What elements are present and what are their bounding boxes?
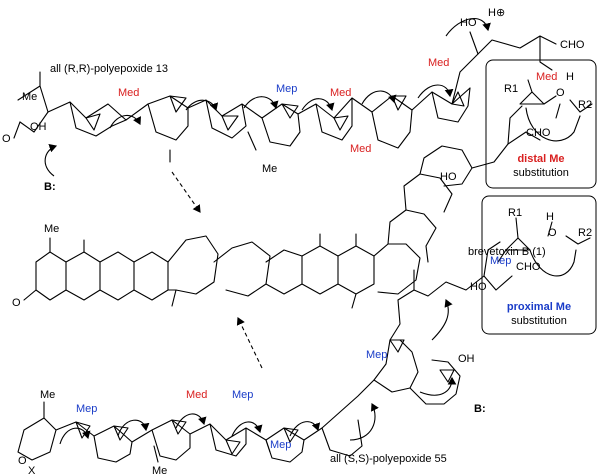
proximal-subtitle: substitution xyxy=(511,315,567,327)
proximal-box-structure xyxy=(497,217,591,277)
o-label-proximal: O xyxy=(548,227,557,239)
ho-label-top: HO xyxy=(460,17,477,29)
me-label-bottom-2: Me xyxy=(152,465,167,475)
o-label-bottom: O xyxy=(18,455,27,467)
proximal-box xyxy=(481,195,597,335)
mep-label-top: Mep xyxy=(276,83,297,95)
curly-arrows-top xyxy=(44,17,491,177)
med-label-top-4: Med xyxy=(428,57,449,69)
dashed-arrows xyxy=(171,171,263,369)
med-label-top-1: Med xyxy=(118,87,139,99)
h-label-proximal: H xyxy=(546,211,554,223)
curly-arrows-bottom xyxy=(59,298,457,445)
polyepoxide-55-structure xyxy=(17,241,513,463)
polyepoxide-13-label: all (R,R)-polyepoxide 13 xyxy=(50,63,168,75)
o-label-top: O xyxy=(2,133,11,145)
brevetoxin-b-structure xyxy=(23,105,541,309)
r2-label-distal: R2 xyxy=(578,99,592,111)
oh-label-bottom: OH xyxy=(458,353,475,365)
mep-label-bottom-3: Mep xyxy=(232,389,253,401)
distal-title: distal Me xyxy=(517,153,564,165)
me-label-bottom: Me xyxy=(40,389,55,401)
med-label-bottom: Med xyxy=(186,389,207,401)
mep-label-proximal: Mep xyxy=(490,255,511,267)
polyepoxide-55-label: all (S,S)-polyepoxide 55 xyxy=(330,453,447,465)
med-label-top-3: Med xyxy=(350,143,371,155)
me-label-mid: Me xyxy=(44,223,59,235)
mep-label-bottom-4: Mep xyxy=(270,439,291,451)
me-label-top-2: Me xyxy=(262,163,277,175)
mep-label-bottom-2: Mep xyxy=(76,403,97,415)
proton-label: H⊕ xyxy=(488,7,505,19)
polyepoxide-13-structure xyxy=(13,31,557,163)
cho-label-mid: CHO xyxy=(526,127,551,139)
med-label-distal: Med xyxy=(536,71,557,83)
r1-label-distal: R1 xyxy=(504,83,518,95)
cho-label-bottom: CHO xyxy=(516,261,541,273)
proximal-title: proximal Me xyxy=(507,301,571,313)
base-label-bottom: B: xyxy=(474,403,486,415)
distal-subtitle: substitution xyxy=(513,167,569,179)
o-label-distal: O xyxy=(556,87,565,99)
o-label-mid: O xyxy=(12,297,21,309)
ho-label-bottom: HO xyxy=(470,281,487,293)
brevetoxin-label: brevetoxin B (1) xyxy=(468,246,546,258)
ho-label-mid: HO xyxy=(440,171,457,183)
base-label-top: B: xyxy=(44,181,56,193)
distal-box-structure xyxy=(519,79,593,142)
mep-label-bottom-1: Mep xyxy=(366,349,387,361)
r1-label-proximal: R1 xyxy=(508,207,522,219)
oh-label-top: OH xyxy=(30,121,47,133)
x-label-bottom: X xyxy=(28,465,36,475)
cho-label-top: CHO xyxy=(560,39,585,51)
med-label-top-2: Med xyxy=(330,87,351,99)
distal-box xyxy=(485,59,597,189)
r2-label-proximal: R2 xyxy=(578,227,592,239)
me-label-top: Me xyxy=(22,91,37,103)
h-label-distal: H xyxy=(566,71,574,83)
